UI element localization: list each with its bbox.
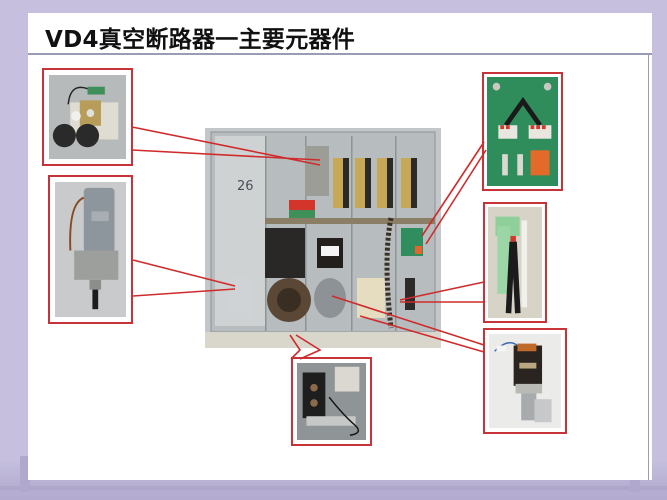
main-mechanism-photo: 26 xyxy=(205,128,441,348)
photo-solenoid-assembly xyxy=(42,68,133,166)
content-frame xyxy=(28,55,649,480)
photo-terminal-block xyxy=(483,202,547,323)
solenoid-illustration xyxy=(49,75,126,159)
photo-gear-motor xyxy=(483,328,567,434)
photo-auxiliary-pcb xyxy=(482,72,563,191)
gear-motor-illustration xyxy=(489,334,561,428)
pcb-illustration xyxy=(487,77,558,186)
mechanism-illustration: 26 xyxy=(205,128,441,348)
handwritten-mark: 26 xyxy=(237,179,254,194)
limit-switch-illustration xyxy=(297,363,366,440)
slide-title: VD4真空断路器一主要元器件 xyxy=(45,27,356,53)
bridge-tower xyxy=(20,456,30,492)
terminal-illustration xyxy=(488,207,542,318)
photo-limit-switch-unit xyxy=(291,357,372,446)
bridge-deck xyxy=(0,486,667,490)
photo-charging-motor xyxy=(48,175,133,324)
motor-illustration xyxy=(55,182,126,317)
title-divider xyxy=(28,53,652,55)
